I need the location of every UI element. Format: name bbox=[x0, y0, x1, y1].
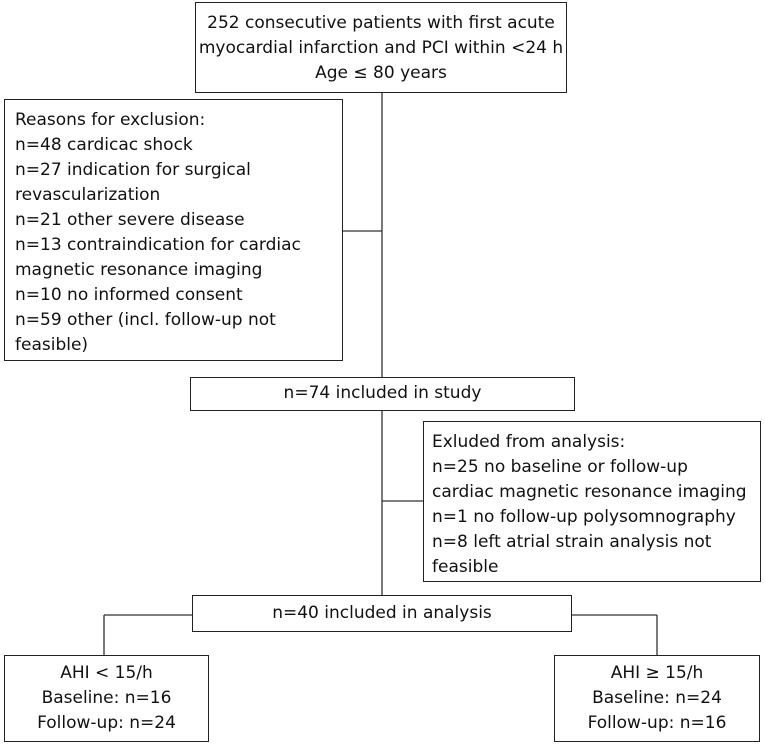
included-study-label: n=74 included in study bbox=[283, 383, 482, 403]
exclusion-item: feasible) bbox=[15, 335, 89, 355]
ahi-high-followup: Follow-up: n=16 bbox=[587, 713, 727, 733]
ahi-low-box: AHI < 15/h Baseline: n=16 Follow-up: n=2… bbox=[4, 655, 209, 742]
ahi-low-followup: Follow-up: n=24 bbox=[37, 713, 176, 733]
exclusion-item: n=27 indication for surgical bbox=[15, 160, 251, 180]
analysis-exclusion-item: cardiac magnetic resonance imaging bbox=[432, 482, 747, 502]
analysis-exclusion-item: feasible bbox=[432, 557, 499, 577]
analysis-exclusion-item: n=8 left atrial strain analysis not bbox=[432, 532, 712, 552]
included-analysis-label: n=40 included in analysis bbox=[272, 603, 492, 623]
exclusion-item: magnetic resonance imaging bbox=[15, 260, 263, 280]
ahi-high-baseline: Baseline: n=24 bbox=[592, 688, 722, 708]
analysis-exclusion-item: n=25 no baseline or follow-up bbox=[432, 457, 688, 477]
exclusion-item: n=21 other severe disease bbox=[15, 210, 245, 230]
ahi-high-box: AHI ≥ 15/h Baseline: n=24 Follow-up: n=1… bbox=[554, 655, 760, 742]
included-analysis-box: n=40 included in analysis bbox=[192, 595, 572, 632]
exclusion-reasons-box: Reasons for exclusion: n=48 cardicac sho… bbox=[4, 99, 343, 361]
analysis-exclusion-heading: Exluded from analysis: bbox=[432, 432, 626, 452]
included-study-box: n=74 included in study bbox=[190, 377, 575, 411]
cohort-line: Age ≤ 80 years bbox=[315, 63, 447, 83]
cohort-line: 252 consecutive patients with first acut… bbox=[207, 13, 555, 33]
cohort-line: myocardial infarction and PCI within <24… bbox=[198, 38, 564, 58]
exclusion-heading: Reasons for exclusion: bbox=[15, 110, 206, 130]
cohort-box: 252 consecutive patients with first acut… bbox=[195, 2, 567, 93]
analysis-exclusion-item: n=1 no follow-up polysomnography bbox=[432, 507, 736, 527]
exclusion-item: n=13 contraindication for cardiac bbox=[15, 235, 301, 255]
exclusion-item: revascularization bbox=[15, 185, 161, 205]
ahi-low-baseline: Baseline: n=16 bbox=[41, 688, 172, 708]
analysis-exclusion-box: Exluded from analysis: n=25 no baseline … bbox=[423, 421, 761, 582]
exclusion-item: n=48 cardicac shock bbox=[15, 135, 193, 155]
ahi-low-heading: AHI < 15/h bbox=[60, 663, 153, 683]
ahi-high-heading: AHI ≥ 15/h bbox=[610, 663, 704, 683]
exclusion-item: n=59 other (incl. follow-up not bbox=[15, 310, 276, 330]
exclusion-item: n=10 no informed consent bbox=[15, 285, 243, 305]
